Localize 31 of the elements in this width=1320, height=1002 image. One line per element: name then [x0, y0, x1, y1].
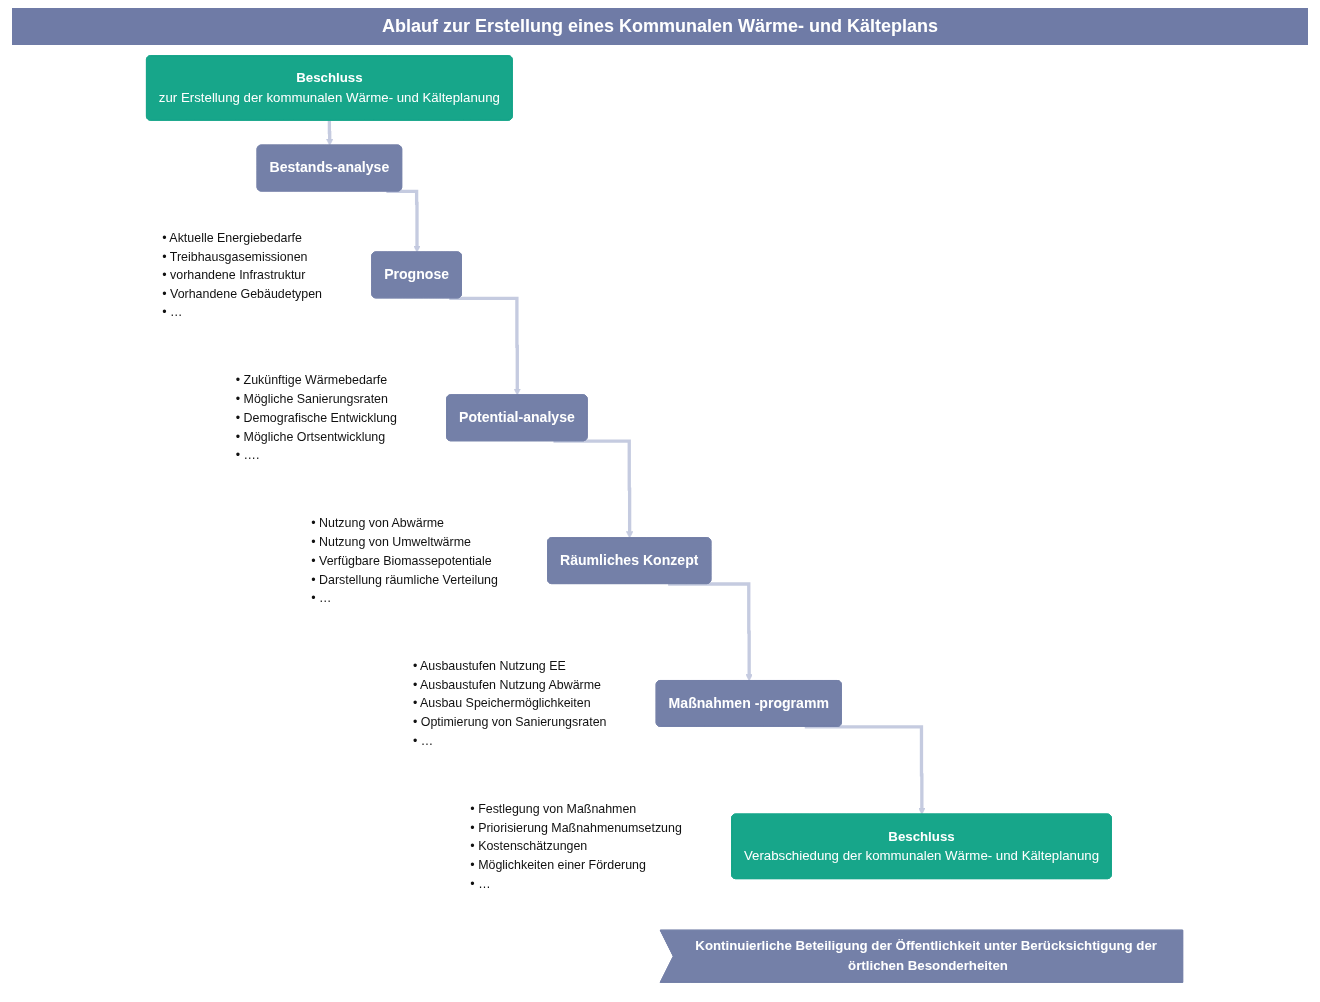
node-label: • Aktuelle Energiebedarfe	[162, 229, 302, 245]
node-label: • Demografische Entwicklung	[235, 410, 397, 425]
node-label: • Ausbaustufen Nutzung EE	[412, 658, 566, 673]
node-label: • Vorhandene Gebäudetypen	[162, 285, 322, 300]
node-label: • …	[412, 733, 434, 748]
node-label: • Verfügbare Biomassepotentiale	[311, 552, 492, 568]
node-label: • Darstellung räumliche Verteilung	[311, 571, 498, 586]
title-banner: Ablauf zur Erstellung eines Kommunalen Wärme- und Kälteplans	[12, 8, 1308, 45]
node-label: • vorhandene Infrastruktur	[162, 267, 306, 282]
node-label: • Zukünftige Wärmebedarfe	[235, 372, 388, 387]
arrow	[326, 119, 334, 146]
node-label: • …	[311, 590, 332, 605]
arrow	[804, 725, 926, 815]
arrow	[668, 582, 753, 682]
node-label: • Festlegung von Maßnahmen	[470, 801, 637, 816]
node-label: • Mögliche Sanierungsraten	[235, 391, 388, 406]
node-label: • Kostenschätzungen	[470, 838, 588, 853]
node-label: • …	[470, 875, 491, 891]
node-label: • Ausbau Speichermöglichkeiten	[412, 695, 591, 710]
node-label: • Mögliche Ortsentwicklung	[235, 428, 386, 443]
arrow	[449, 296, 521, 396]
node-label: • Treibhausgasemissionen	[162, 248, 308, 263]
node-label: • Priorisierung Maßnahmenumsetzung	[470, 820, 682, 835]
node-label: • ….	[235, 447, 260, 462]
node-label: • Optimierung von Sanierungsraten	[412, 714, 607, 729]
node-label: • Nutzung von Umweltwärme	[311, 534, 471, 549]
node-label: • …	[162, 304, 183, 319]
arrow	[553, 439, 634, 539]
node-label: • Möglichkeiten einer Förderung	[470, 857, 646, 872]
node-label: • Nutzung von Abwärme	[311, 515, 444, 530]
node-label: • Ausbaustufen Nutzung Abwärme	[412, 677, 601, 692]
